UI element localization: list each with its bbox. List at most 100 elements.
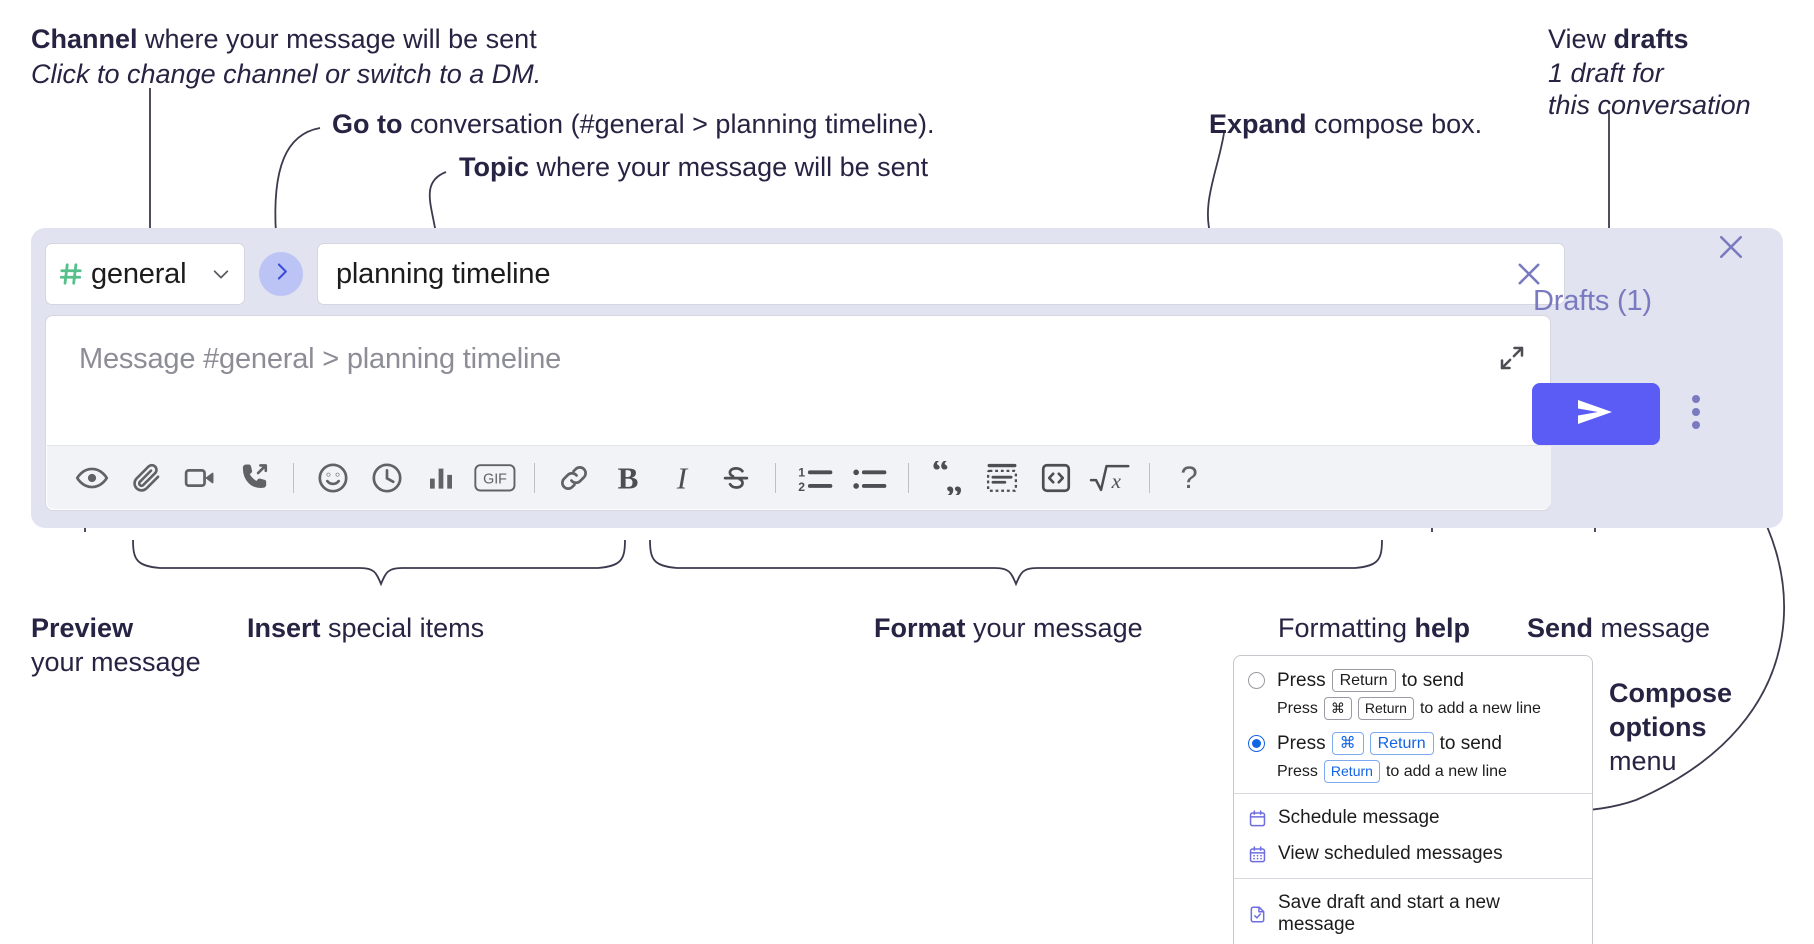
option-press-label: Press <box>1277 669 1326 691</box>
sub-press-label: Press <box>1277 699 1318 717</box>
separator-1 <box>293 462 294 493</box>
math-button[interactable]: x <box>1083 451 1137 505</box>
compose-options-button[interactable] <box>1679 388 1713 440</box>
menu-item-view-scheduled-messages[interactable]: View scheduled messages <box>1234 836 1592 872</box>
annotation-compose-rest: menu <box>1609 746 1677 776</box>
annotation-insert-bold: Insert <box>247 613 321 643</box>
code-block-button[interactable] <box>975 451 1029 505</box>
menu-divider <box>1234 793 1592 794</box>
formatting-toolbar: GIF B I <box>47 445 1551 509</box>
menu-draft-group: Save draft and start a new message <box>1234 879 1592 944</box>
strikethrough-button[interactable] <box>709 451 763 505</box>
menu-item-save-draft[interactable]: Save draft and start a new message <box>1234 885 1592 943</box>
menu-option-cmd-return-to-send[interactable]: Press ⌘ Return to send <box>1234 729 1592 758</box>
link-button[interactable] <box>547 451 601 505</box>
separator-5 <box>1149 462 1150 493</box>
key-return: Return <box>1331 669 1396 692</box>
attach-button[interactable] <box>119 451 173 505</box>
annotation-channel-bold: Channel <box>31 24 138 54</box>
svg-text:I: I <box>676 461 689 495</box>
emoji-button[interactable] <box>306 451 360 505</box>
annotation-send-rest: message <box>1593 613 1711 643</box>
poll-button[interactable] <box>414 451 468 505</box>
topic-value: planning timeline <box>336 257 551 290</box>
radio-icon[interactable] <box>1248 672 1265 689</box>
annotation-channel-italic: Click to change channel or switch to a D… <box>31 59 542 89</box>
annotation-compose-bold2: options <box>1609 712 1707 742</box>
bulleted-list-button[interactable] <box>842 451 896 505</box>
annotation-topic-rest: where your message will be sent <box>529 152 929 182</box>
annotation-compose-options: Compose <box>1609 676 1732 710</box>
key-return: Return <box>1323 760 1380 783</box>
drafts-link[interactable]: Drafts (1) <box>1533 285 1652 317</box>
reminder-button[interactable] <box>360 451 414 505</box>
svg-text:x: x <box>1111 468 1122 492</box>
annotation-insert: Insert special items <box>247 611 484 645</box>
channel-selector[interactable]: general <box>45 243 245 305</box>
key-return: Return <box>1369 732 1434 755</box>
annotation-goto-bold: Go to <box>332 109 403 139</box>
topic-field[interactable]: planning timeline <box>317 243 1565 305</box>
close-compose-button[interactable] <box>1703 221 1759 277</box>
sub-tail-label: to add a new line <box>1419 699 1541 717</box>
gif-button[interactable]: GIF <box>468 451 522 505</box>
svg-text:?: ? <box>1180 461 1197 495</box>
annotation-insert-rest: special items <box>320 613 485 643</box>
menu-schedule-group: Schedule message View scheduled messages <box>1234 794 1592 878</box>
menu-item-label: View scheduled messages <box>1278 843 1503 864</box>
key-command: ⌘ <box>1331 732 1364 755</box>
formatting-help-button[interactable]: ? <box>1162 451 1216 505</box>
annotation-drafts-pre: View <box>1548 24 1614 54</box>
annotation-channel-sub: Click to change channel or switch to a D… <box>31 57 541 91</box>
annotation-goto-rest: conversation (#general > planning timeli… <box>402 109 935 139</box>
annotation-topic-bold: Topic <box>459 152 529 182</box>
separator-2 <box>534 462 535 493</box>
send-button[interactable] <box>1532 383 1660 445</box>
option-tail-label: to send <box>1439 732 1502 754</box>
svg-text:1: 1 <box>798 465 805 479</box>
ordered-list-button[interactable]: 1 2 <box>788 451 842 505</box>
annotation-drafts-italic2: this conversation <box>1548 90 1751 120</box>
italic-button[interactable]: I <box>655 451 709 505</box>
annotation-preview: Preview <box>31 611 133 645</box>
key-command: ⌘ <box>1323 697 1352 720</box>
message-input-area[interactable]: Message #general > planning timeline <box>45 315 1551 511</box>
blockquote-button[interactable]: “ „ <box>921 451 975 505</box>
svg-text:“: “ <box>932 461 950 490</box>
annotation-help-pre: Formatting <box>1278 613 1415 643</box>
chevron-down-icon <box>210 263 232 285</box>
hash-icon <box>58 261 84 287</box>
code-button[interactable] <box>1029 451 1083 505</box>
sub-press-label: Press <box>1277 762 1318 780</box>
annotation-drafts: View drafts <box>1548 22 1689 56</box>
annotation-format-rest: your message <box>965 613 1143 643</box>
menu-divider <box>1234 878 1592 879</box>
annotation-expand-bold: Expand <box>1209 109 1307 139</box>
radio-icon-selected[interactable] <box>1248 735 1265 752</box>
video-clip-button[interactable] <box>173 451 227 505</box>
audio-clip-button[interactable] <box>227 451 281 505</box>
sub-tail-label: to add a new line <box>1385 762 1507 780</box>
annotation-preview-rest: your message <box>31 647 201 677</box>
annotation-channel-rest: where your message will be sent <box>137 24 537 54</box>
go-to-conversation-button[interactable] <box>259 252 303 296</box>
expand-icon[interactable] <box>1492 338 1532 378</box>
annotation-drafts-sub1: 1 draft for <box>1548 56 1664 90</box>
chevron-right-icon <box>271 261 292 287</box>
preview-button[interactable] <box>65 451 119 505</box>
menu-item-schedule-message[interactable]: Schedule message <box>1234 800 1592 836</box>
bold-button[interactable]: B <box>601 451 655 505</box>
separator-3 <box>775 462 776 493</box>
close-icon[interactable] <box>1508 253 1550 295</box>
annotation-compose-options-2: options <box>1609 710 1706 744</box>
svg-text:„: „ <box>945 461 963 495</box>
annotation-drafts-sub2: this conversation <box>1548 88 1751 122</box>
menu-item-label: Schedule message <box>1278 807 1440 828</box>
menu-option-return-to-send[interactable]: Press Return to send <box>1234 666 1592 695</box>
option-tail-label: to send <box>1401 669 1464 691</box>
annotation-format: Format your message <box>874 611 1143 645</box>
annotation-drafts-bold: drafts <box>1613 24 1689 54</box>
annotation-preview-bold: Preview <box>31 613 134 643</box>
close-icon <box>1713 229 1749 270</box>
file-check-icon <box>1248 905 1267 924</box>
